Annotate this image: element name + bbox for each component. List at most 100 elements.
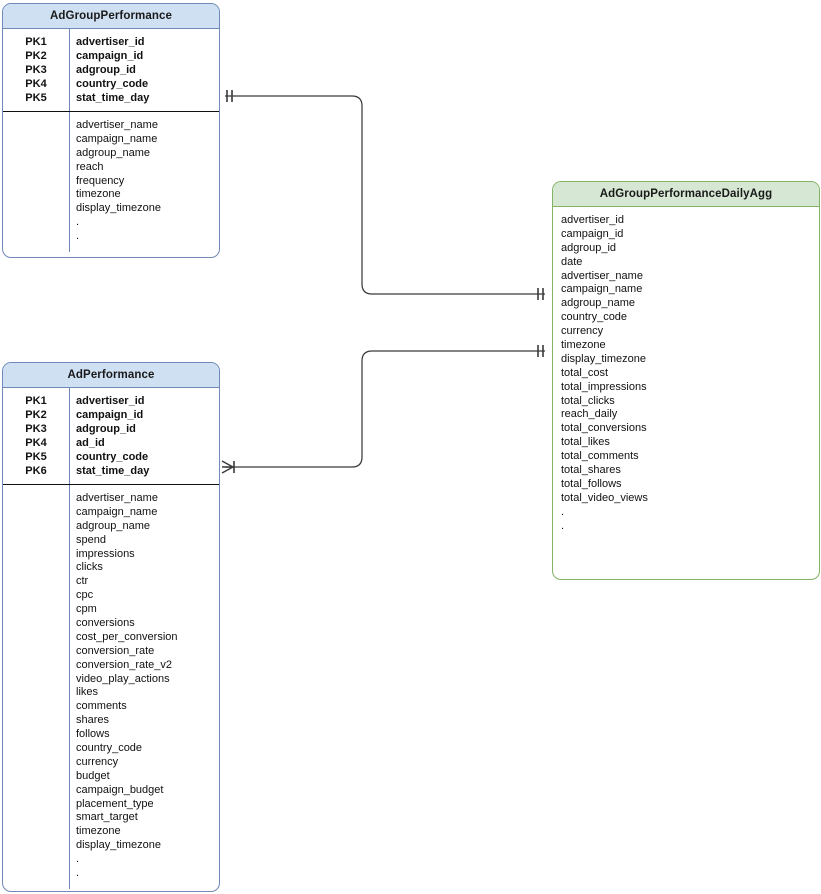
attribute-row: budget: [76, 769, 110, 782]
attribute-row: campaign_budget: [76, 783, 164, 796]
primary-key-attribute: adgroup_id: [76, 64, 136, 76]
primary-key-label: PK6: [25, 465, 47, 477]
attribute-row: timezone: [76, 188, 121, 201]
column-divider: [69, 112, 71, 253]
primary-key-attribute: country_code: [76, 78, 149, 90]
attribute-row: total_impressions: [561, 380, 647, 393]
attribute-row: display_timezone: [561, 352, 646, 365]
attribute-row: adgroup_name: [76, 519, 151, 532]
primary-key-label: PK1: [25, 395, 47, 407]
entity-title-adperformance: AdPerformance: [3, 363, 219, 388]
attribute-ellipsis: .: [76, 216, 80, 229]
attribute-row: ctr: [76, 575, 89, 588]
attribute-row: total_comments: [561, 450, 639, 463]
attribute-row: comments: [76, 700, 127, 713]
primary-key-label: PK5: [25, 92, 47, 104]
attribute-row: adgroup_name: [561, 297, 636, 310]
attribute-row: advertiser_id: [561, 214, 624, 226]
column-divider: [69, 485, 71, 889]
attribute-row: country_code: [561, 311, 628, 324]
connector-adperformance-dailyagg[interactable]: [221, 345, 545, 474]
attribute-row: date: [561, 255, 583, 268]
attribute-ellipsis: .: [76, 867, 80, 880]
column-divider: [69, 29, 71, 111]
attribute-row: impressions: [76, 547, 135, 560]
attribute-row: cost_per_conversion: [76, 630, 178, 643]
attribute-row: frequency: [76, 174, 125, 187]
attribute-row: display_timezone: [76, 839, 161, 852]
attribute-row: clicks: [76, 561, 103, 574]
attribute-row: campaign_name: [76, 505, 158, 518]
attribute-ellipsis: .: [76, 230, 80, 243]
primary-key-attribute: adgroup_id: [76, 423, 136, 435]
attribute-row: cpm: [76, 603, 97, 616]
attribute-row: video_play_actions: [76, 672, 170, 685]
primary-key-label: PK4: [25, 437, 47, 449]
attribute-row: likes: [76, 686, 99, 699]
attribute-row: campaign_name: [561, 283, 643, 296]
column-divider: [69, 388, 71, 484]
primary-key-attribute: ad_id: [76, 437, 105, 449]
attribute-ellipsis: .: [561, 505, 565, 518]
attribute-spacer-column: [3, 112, 69, 252]
primary-key-label: PK3: [25, 423, 47, 435]
primary-key-attribute: country_code: [76, 451, 149, 463]
attribute-row: placement_type: [76, 797, 154, 810]
attribute-row: total_shares: [561, 464, 621, 477]
attribute-row: cpc: [76, 589, 94, 602]
attribute-row: conversion_rate_v2: [76, 658, 173, 671]
primary-key-label: PK5: [25, 451, 47, 463]
attribute-ellipsis: .: [561, 519, 565, 532]
attribute-row: follows: [76, 728, 110, 741]
attribute-row: advertiser_name: [561, 269, 643, 282]
attribute-row: total_likes: [561, 436, 610, 449]
primary-key-attribute: stat_time_day: [76, 465, 150, 477]
attribute-row: campaign_id: [561, 227, 624, 240]
attribute-row: campaign_name: [76, 132, 158, 145]
attribute-row: total_clicks: [561, 394, 615, 407]
primary-key-label: PK2: [25, 409, 47, 421]
attribute-row: display_timezone: [76, 202, 161, 215]
entity-adgroupperformancedailyagg[interactable]: AdGroupPerformanceDailyAgg advertiser_id…: [552, 181, 820, 580]
attribute-row: timezone: [561, 339, 606, 352]
entity-title-adgroupperformance: AdGroupPerformance: [3, 4, 219, 29]
primary-key-label: PK2: [25, 50, 47, 62]
attribute-row: country_code: [76, 742, 143, 755]
primary-key-attribute: advertiser_id: [76, 36, 145, 48]
primary-key-attribute: stat_time_day: [76, 92, 150, 104]
attribute-row: reach: [76, 160, 104, 173]
attribute-row: advertiser_name: [76, 492, 158, 504]
primary-key-attribute: campaign_id: [76, 50, 144, 62]
attribute-row: total_cost: [561, 366, 609, 379]
attribute-row: total_conversions: [561, 422, 647, 435]
attribute-row: currency: [561, 325, 604, 338]
primary-key-label: PK4: [25, 78, 47, 90]
attribute-row: smart_target: [76, 811, 138, 824]
key-section-divider: [3, 484, 219, 485]
attribute-row: advertiser_name: [76, 119, 158, 131]
attribute-row: total_video_views: [561, 491, 648, 504]
primary-key-attribute: advertiser_id: [76, 395, 145, 407]
connector-adgroupperformance-dailyagg[interactable]: [225, 90, 545, 300]
entity-title-adgroupperformancedailyagg: AdGroupPerformanceDailyAgg: [553, 182, 819, 207]
attribute-row: conversion_rate: [76, 644, 155, 657]
attribute-spacer-column: [3, 485, 69, 889]
primary-key-label: PK3: [25, 64, 47, 76]
attribute-row: conversions: [76, 617, 135, 630]
